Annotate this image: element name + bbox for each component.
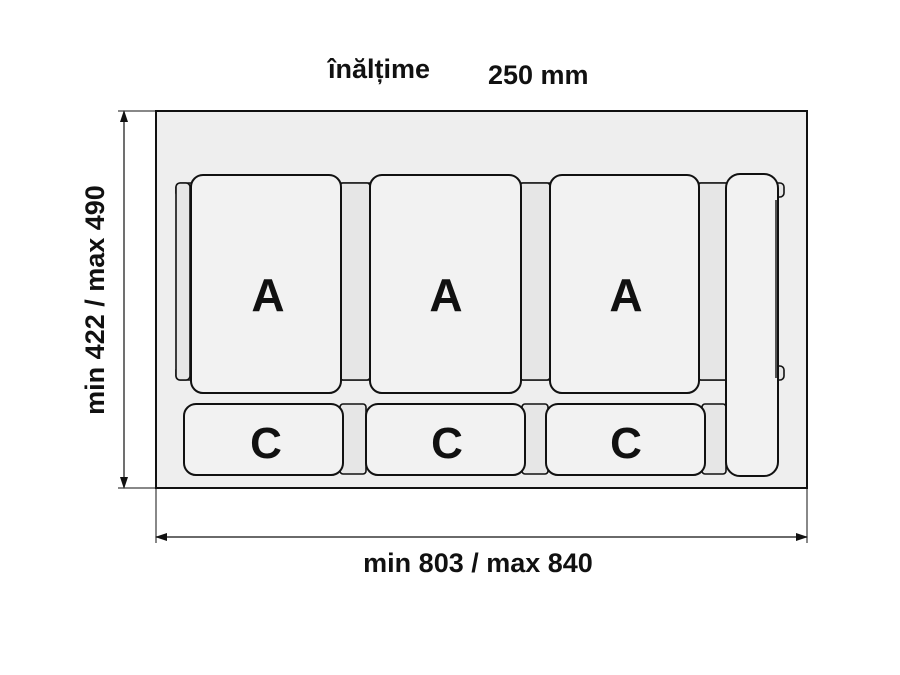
side-bin (725, 173, 779, 477)
small-bin: C (545, 403, 706, 476)
depth-dimension (118, 110, 156, 489)
bin-label-a: A (429, 269, 462, 321)
height-label: înălțime (326, 54, 430, 84)
depth-label: min 422 / max 490 (80, 185, 110, 415)
bin-label-a: A (609, 269, 642, 321)
width-dimension (155, 488, 808, 543)
bin-label-c: C (610, 419, 642, 468)
bin-label-a: A (251, 269, 284, 321)
bin-label-c: C (431, 419, 463, 468)
small-bin: C (183, 403, 344, 476)
large-bin: A (549, 174, 700, 394)
bin-label-c: C (250, 419, 282, 468)
small-bin: C (365, 403, 526, 476)
large-bin: A (369, 174, 522, 394)
height-value: 250 mm (488, 60, 589, 90)
width-label: min 803 / max 840 (363, 548, 593, 578)
large-bin: A (190, 174, 342, 394)
